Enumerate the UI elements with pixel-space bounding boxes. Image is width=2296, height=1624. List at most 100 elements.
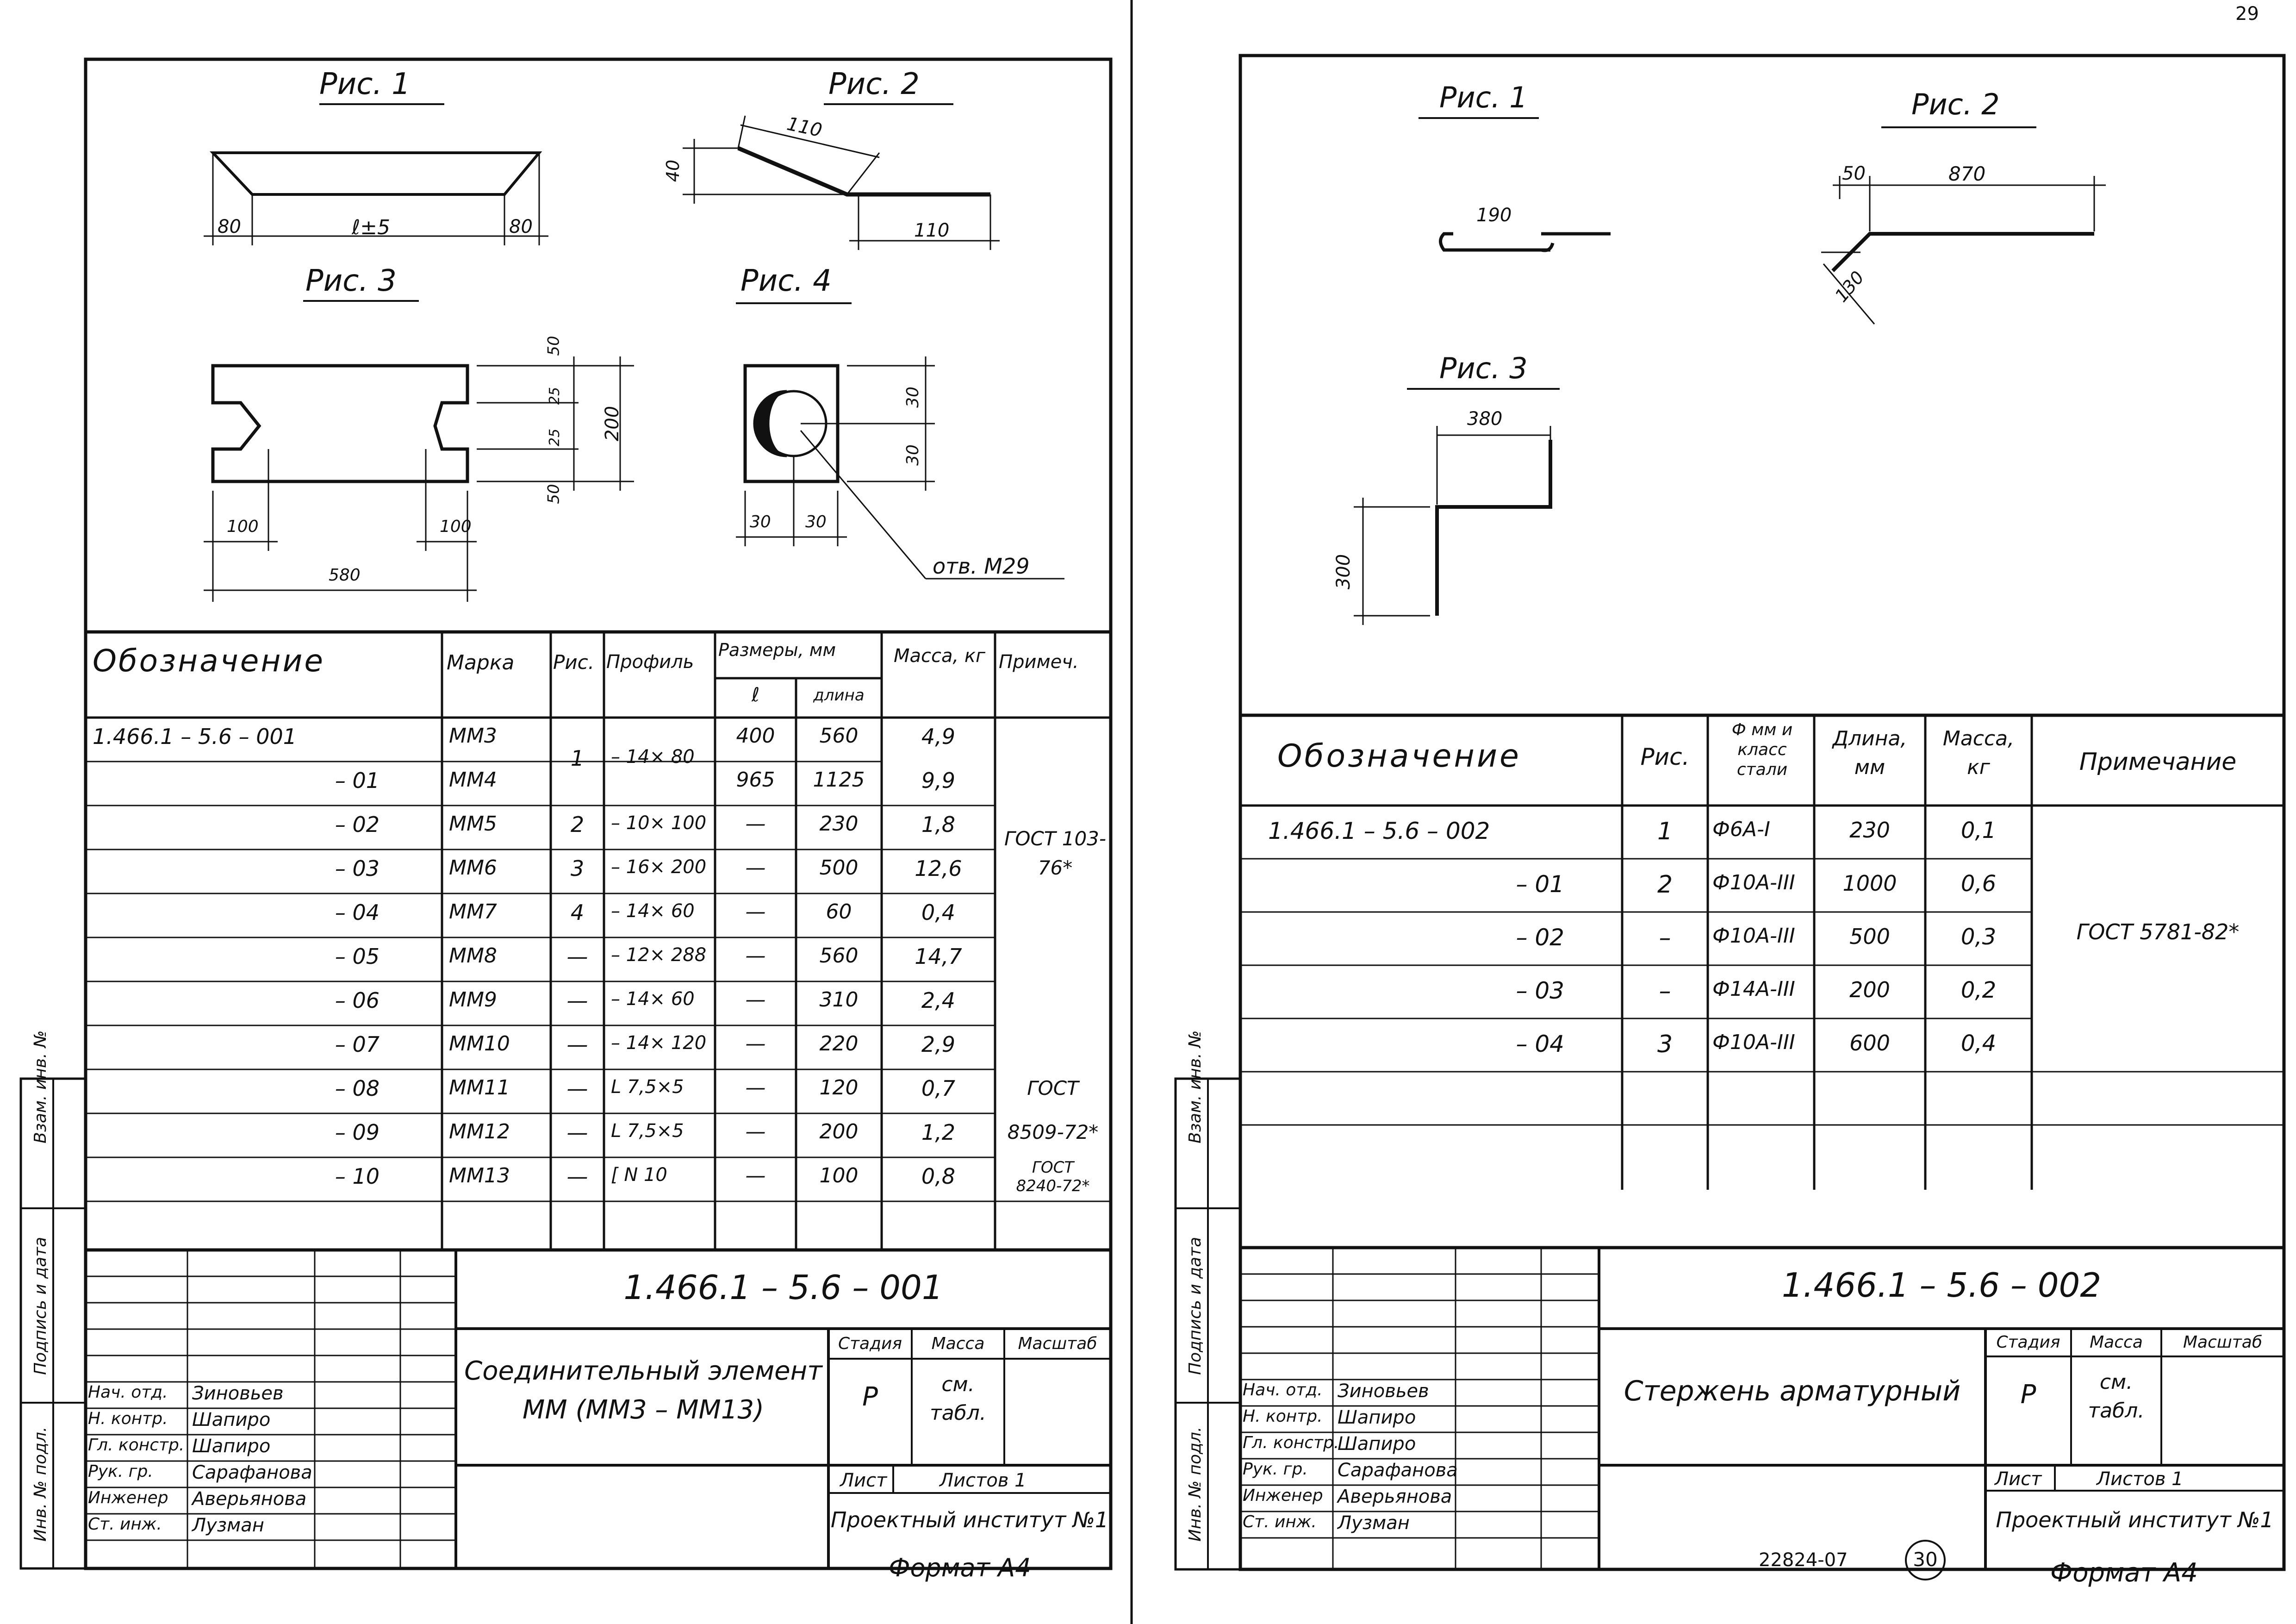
left-th-l: ℓ — [751, 683, 760, 706]
right-stamp-role: Рук. гр. — [1243, 1460, 1308, 1479]
left-row-mass: 0,8 — [921, 1164, 956, 1189]
left-row-fig: — — [566, 1032, 588, 1057]
left-row-length: 560 — [819, 724, 859, 748]
right-row-mass: 0,2 — [1960, 977, 1997, 1003]
left-row-profile: L 7,5×5 — [611, 1120, 684, 1142]
right-row-mass: 0,3 — [1960, 924, 1997, 950]
left-stamp-name: Аверьянова — [192, 1488, 307, 1510]
left-row-l: 400 — [736, 724, 775, 748]
right-stamp-role: Ст. инж. — [1243, 1512, 1317, 1531]
left-fig4-title: Рис. 4 — [740, 264, 832, 298]
left-row-profile: – 14× 120 — [611, 1032, 707, 1054]
left-row-l: — — [745, 1032, 766, 1056]
left-row-l: — — [745, 1076, 766, 1099]
left-row-profile: – 12× 288 — [611, 944, 707, 966]
dim-f4-30d: 30 — [805, 512, 827, 531]
left-fig2-title: Рис. 2 — [828, 67, 920, 101]
right-row-diameter: Ф10А-III — [1712, 871, 1795, 894]
left-stamp-sheet: Лист — [840, 1470, 887, 1491]
right-row-mass: 0,1 — [1960, 818, 1997, 843]
right-stamp-mass: см. табл. — [2088, 1370, 2145, 1423]
left-format: Формат А4 — [889, 1553, 1031, 1582]
left-row-fig: 1 — [570, 746, 585, 771]
left-row-mark: ММ7 — [449, 900, 497, 924]
right-row-fig: – — [1659, 977, 1671, 1005]
right-stamp-sheets: Листов 1 — [2097, 1468, 2184, 1490]
left-row-mass: 2,9 — [921, 1032, 956, 1057]
dim-f4-hole: отв. М29 — [933, 554, 1030, 579]
right-row-fig: 3 — [1657, 1031, 1673, 1058]
right-row-mass: 0,4 — [1960, 1031, 1997, 1056]
right-row-diameter: Ф10А-III — [1712, 1031, 1795, 1054]
left-row-profile: [ N 10 — [611, 1164, 667, 1186]
left-row-mass: 4,9 — [921, 724, 956, 749]
left-row-mass: 1,8 — [921, 812, 956, 837]
left-row-mark: ММ9 — [449, 988, 497, 1012]
right-th-note: Примечание — [2079, 748, 2237, 776]
left-row-mass: 12,6 — [915, 856, 962, 881]
dim-f3-25b: 25 — [547, 428, 563, 447]
right-th-dia: Ф мм и класс стали — [1731, 720, 1793, 780]
left-row-designation: – 01 — [335, 768, 380, 793]
left-row-l: — — [745, 1120, 766, 1143]
dim-f3-50a: 50 — [544, 336, 563, 356]
left-stamp-stage-h: Стадия — [838, 1334, 902, 1353]
dim-r-f3-380: 380 — [1467, 408, 1503, 430]
right-row-diameter: Ф10А-III — [1712, 924, 1795, 948]
left-row-profile: – 16× 200 — [611, 856, 707, 878]
left-row-mark: ММ3 — [449, 724, 497, 748]
right-row-designation: – 04 — [1516, 1031, 1564, 1057]
left-stamp-role: Гл. констр. — [88, 1436, 185, 1455]
left-row-designation: – 03 — [335, 856, 380, 881]
left-stamp-role: Н. контр. — [88, 1409, 168, 1428]
left-row-mark: ММ8 — [449, 944, 497, 968]
right-stamp-name: Зиновьев — [1338, 1380, 1429, 1402]
left-stamp-name: Сарафанова — [192, 1462, 312, 1483]
left-row-fig: — — [566, 988, 588, 1013]
right-row-fig: 2 — [1657, 871, 1673, 899]
left-stamp-role: Рук. гр. — [88, 1462, 153, 1481]
left-th-fig: Рис. — [553, 651, 595, 674]
right-page-number: 30 — [1913, 1548, 1938, 1571]
right-row-designation: – 01 — [1516, 871, 1564, 898]
left-row-fig: 4 — [570, 900, 585, 925]
right-fig1-title: Рис. 1 — [1439, 81, 1528, 114]
right-row-diameter: Ф6А-I — [1712, 818, 1770, 841]
left-row-l: — — [745, 1164, 766, 1187]
right-th-len: Длина, мм — [1832, 727, 1907, 779]
right-row-length: 200 — [1849, 977, 1890, 1002]
left-row-mark: ММ4 — [449, 768, 497, 792]
left-row-mark: ММ12 — [449, 1120, 510, 1143]
right-row-fig: – — [1659, 924, 1671, 952]
left-row-fig: — — [566, 1076, 588, 1101]
right-side-s2: Подпись и дата — [1186, 1237, 1205, 1375]
left-side-s1: Инв. № подл. — [31, 1426, 50, 1542]
left-row-mark: ММ13 — [449, 1164, 510, 1187]
left-stamp-name: Лузман — [192, 1515, 264, 1536]
left-row-l: 965 — [736, 768, 775, 792]
left-stamp-scale-h: Масштаб — [1018, 1334, 1097, 1353]
dim-f1-l: ℓ±5 — [352, 216, 391, 239]
left-stamp-stage: Р — [862, 1382, 878, 1412]
left-row-profile: L 7,5×5 — [611, 1076, 684, 1098]
left-stamp-sheets: Листов 1 — [940, 1470, 1027, 1491]
left-row-profile: – 10× 100 — [611, 812, 707, 834]
left-side-s2: Подпись и дата — [31, 1237, 50, 1375]
left-note-gost1: ГОСТ 103-76* — [1004, 827, 1107, 879]
right-stamp-title: Стержень арматурный — [1624, 1375, 1961, 1407]
left-row-profile: – 14× 60 — [611, 900, 695, 922]
left-row-designation: – 10 — [335, 1164, 380, 1189]
left-row-length: 100 — [819, 1164, 859, 1187]
left-row-fig: — — [566, 1164, 588, 1189]
left-side-s3: Взам. инв. № — [31, 1030, 50, 1143]
right-row-mass: 0,6 — [1960, 871, 1997, 897]
left-th-mass: Масса, кг — [893, 645, 986, 667]
left-stamp-name: Шапиро — [192, 1436, 271, 1457]
left-row-l: — — [745, 856, 766, 880]
left-stamp-org: Проектный институт №1 — [830, 1507, 1109, 1532]
right-th-designation: Обозначение — [1277, 738, 1521, 775]
right-row-fig: 1 — [1657, 818, 1673, 845]
left-stamp-title: Соединительный элемент ММ (ММ3 – ММ13) — [464, 1356, 822, 1425]
left-row-length: 1125 — [813, 768, 865, 792]
